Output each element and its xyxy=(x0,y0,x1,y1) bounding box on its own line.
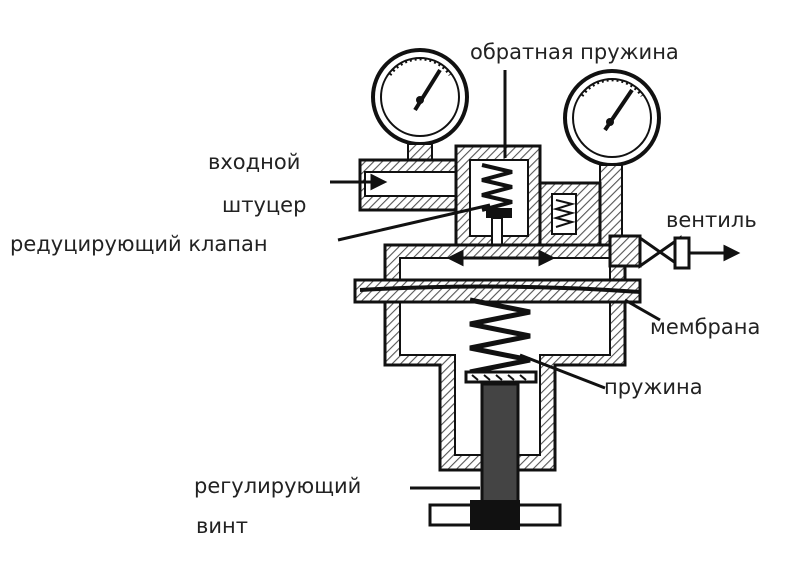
adjusting-screw-shaft xyxy=(480,382,520,506)
label-return-spring: обратная пружина xyxy=(470,40,679,64)
label-adjusting-screw-1: регулирующий xyxy=(194,474,362,498)
label-spring: пружина xyxy=(604,375,703,399)
inlet-pressure-gauge xyxy=(371,48,469,161)
outlet-pressure-gauge xyxy=(563,69,661,246)
label-reducing-valve: редуцирующий клапан xyxy=(10,232,268,256)
label-valve: вентиль xyxy=(666,208,757,232)
outlet-valve xyxy=(608,234,691,270)
label-adjusting-screw-2: винт xyxy=(196,514,248,538)
return-spring-coil xyxy=(481,163,513,212)
membrane-disc xyxy=(359,284,641,294)
label-inlet-fitting-2: штуцер xyxy=(222,193,307,217)
label-inlet-fitting-1: входной xyxy=(208,150,301,174)
valve-housing xyxy=(454,144,602,247)
flow-arrows xyxy=(330,173,741,267)
label-membrane: мембрана xyxy=(650,315,761,339)
inlet-fitting xyxy=(358,158,462,212)
leader-lines xyxy=(337,70,661,490)
